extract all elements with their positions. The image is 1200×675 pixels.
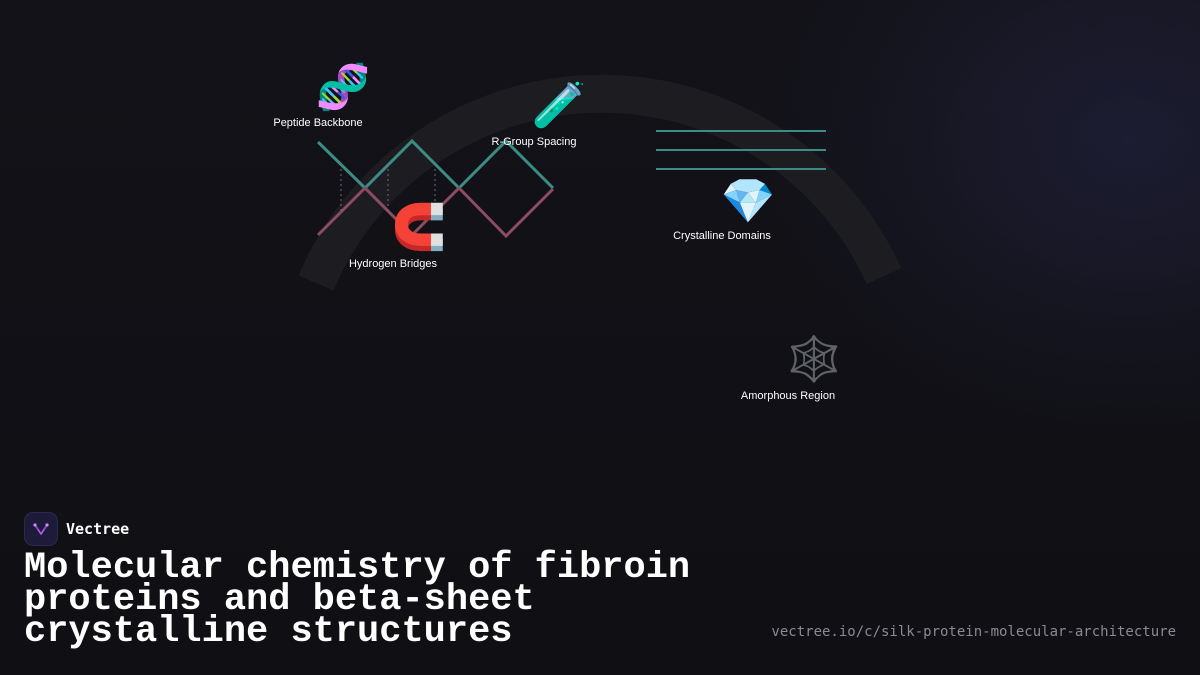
- beta-sheet-strands: [316, 138, 555, 239]
- brand: Vectree: [24, 512, 129, 546]
- node-label-peptide-backbone: Peptide Backbone: [273, 117, 363, 129]
- node-label-hydrogen-bridges: Hydrogen Bridges: [348, 258, 438, 270]
- source-url: vectree.io/c/silk-protein-molecular-arch…: [771, 624, 1176, 640]
- node-label-amorphous-region: Amorphous Region: [740, 390, 836, 402]
- node-label-r-group-spacing: R-Group Spacing: [491, 136, 577, 148]
- spider-web-icon: 🕸️: [786, 335, 842, 384]
- node-label-crystalline-domains: Crystalline Domains: [673, 230, 771, 242]
- gem-icon: 💎: [720, 177, 776, 226]
- strand-pink: [316, 185, 555, 239]
- brand-name: Vectree: [66, 520, 130, 538]
- page-title: Molecular chemistry of fibroin proteins …: [24, 547, 691, 653]
- background-arc: [298, 74, 902, 291]
- vectree-logo-icon: [24, 512, 58, 546]
- test-tube-icon: 🧪: [531, 81, 587, 130]
- magnet-icon: 🧲: [391, 203, 447, 252]
- crystalline-lines: [656, 130, 826, 170]
- dna-icon: 🧬: [315, 63, 371, 112]
